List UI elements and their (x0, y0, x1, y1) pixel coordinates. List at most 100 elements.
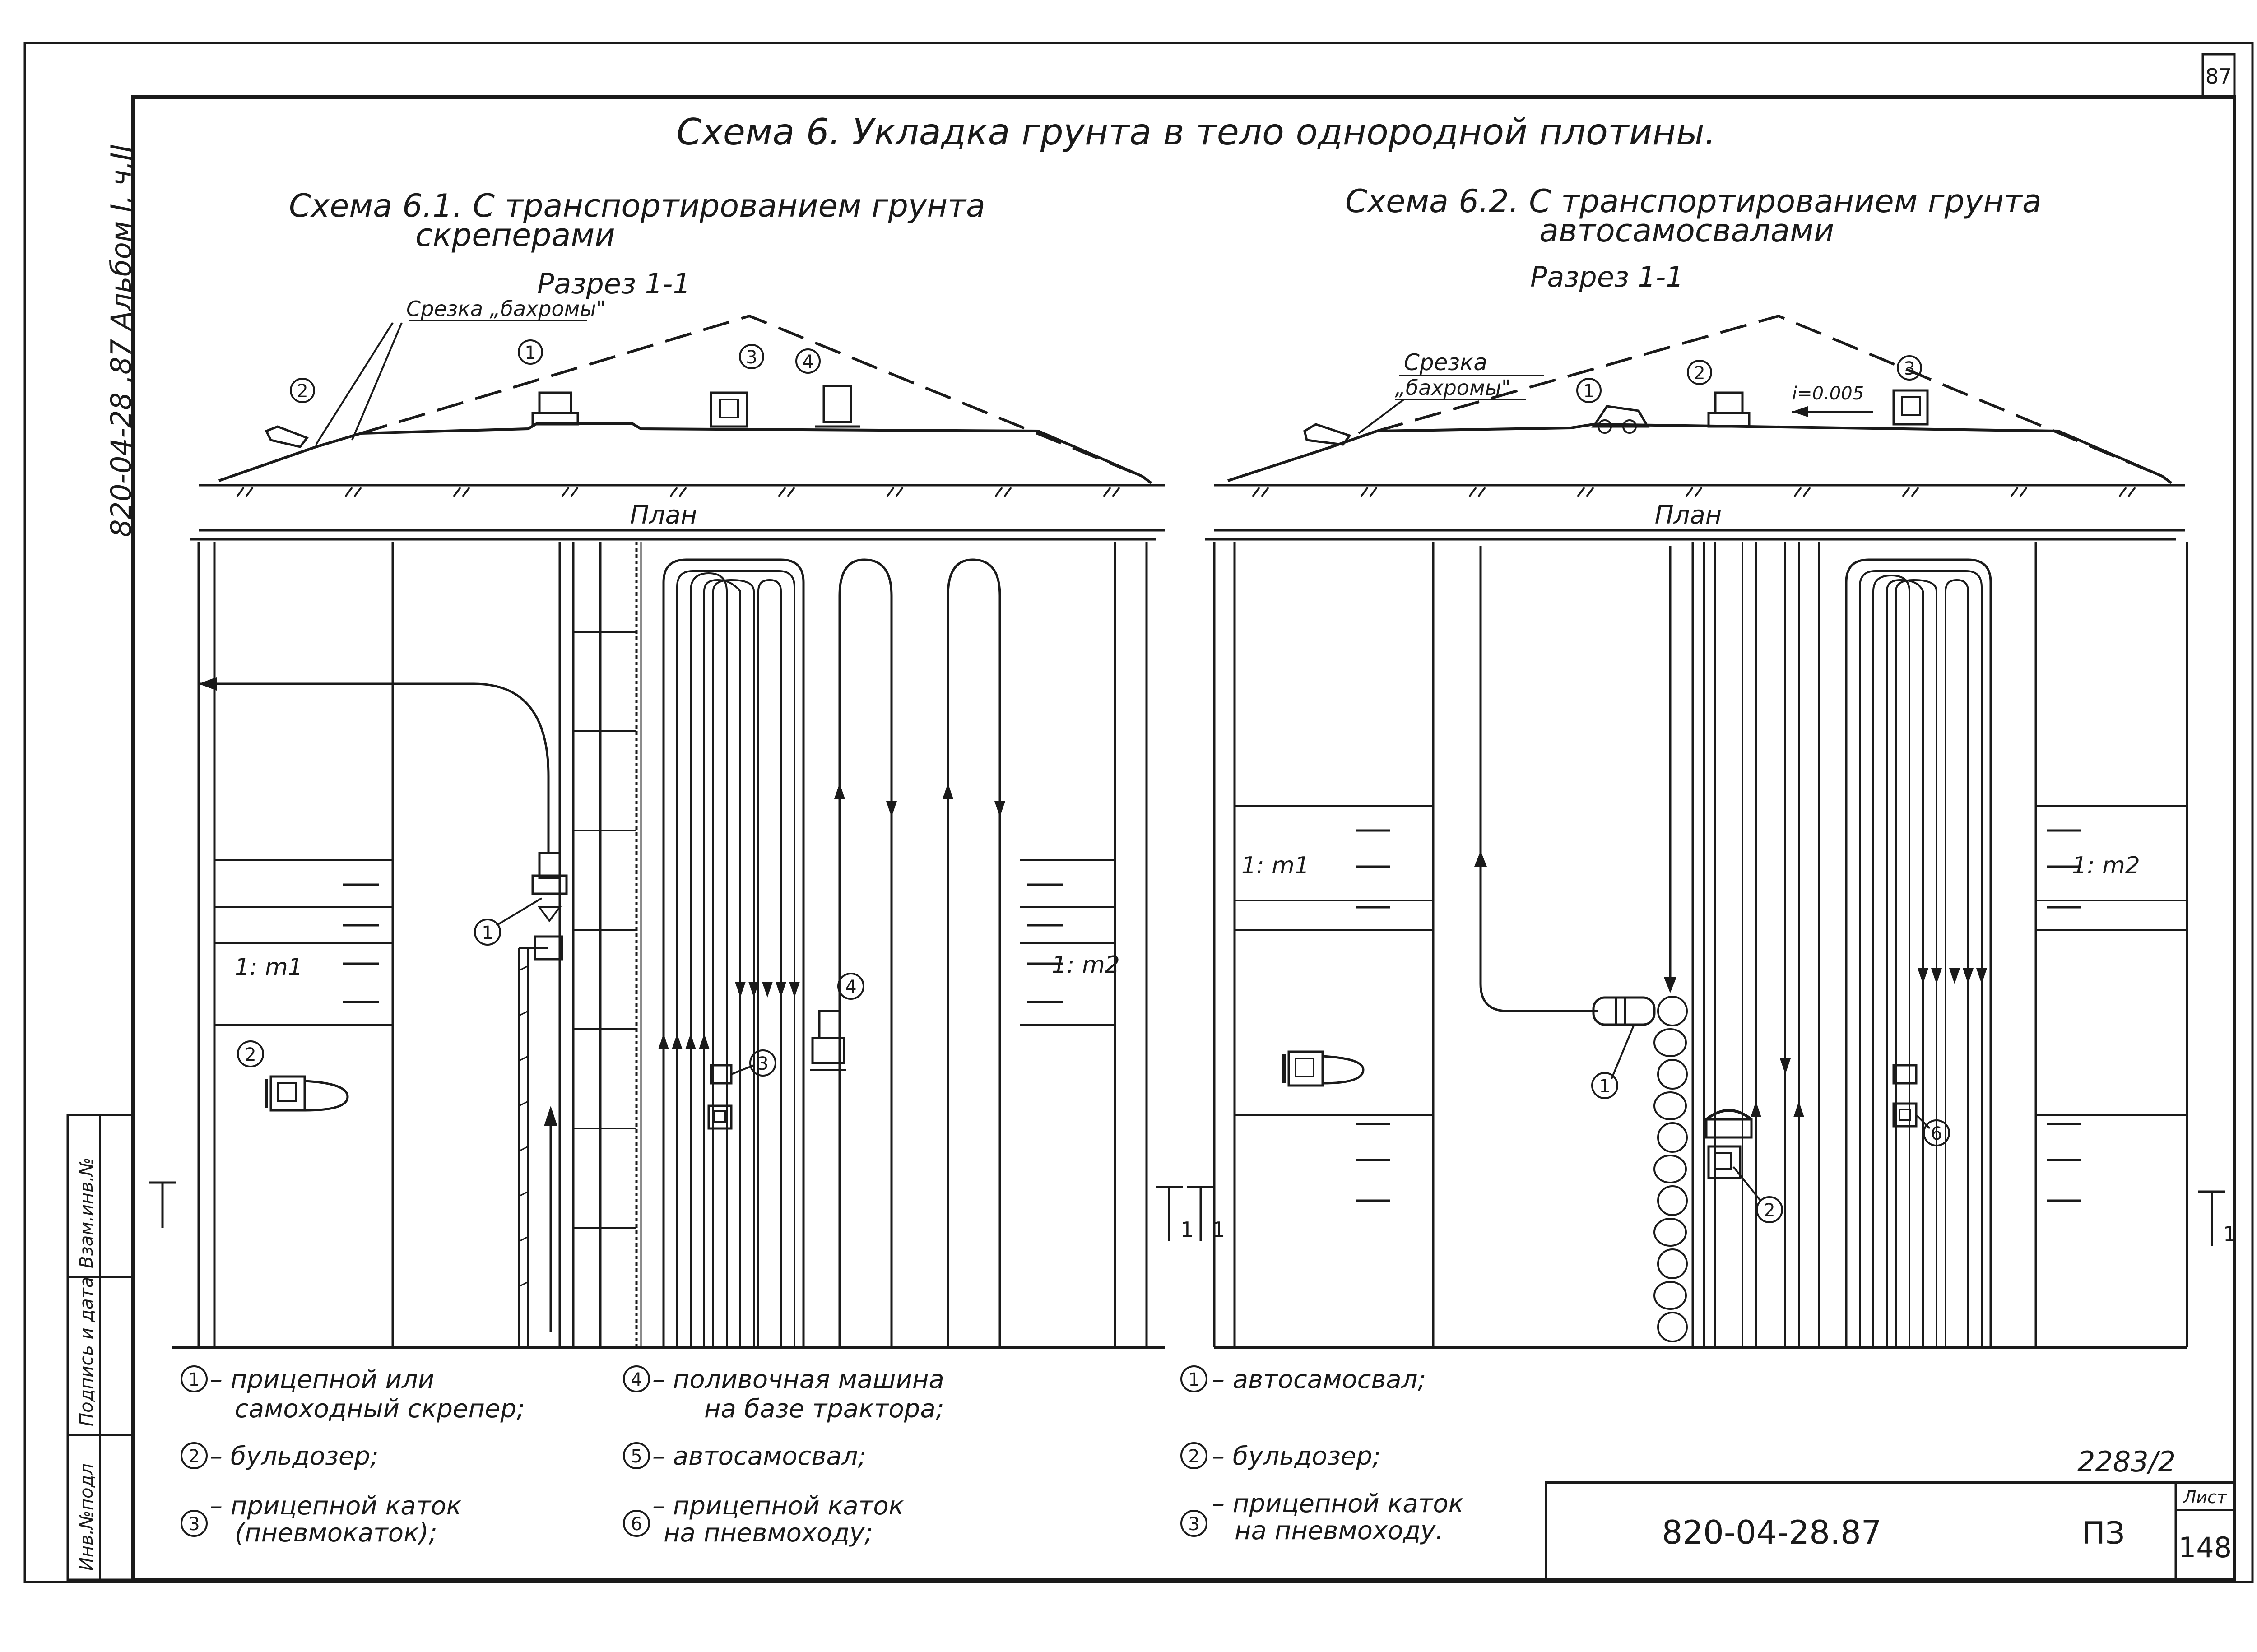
doc-code: 820-04-28.87 (1662, 1513, 1881, 1551)
legend1-num-4: 4 (631, 1369, 642, 1390)
legend2-item-2-line1: – бульдозер; (1212, 1442, 1381, 1471)
legend1-item-5-line1: – автосамосвал; (652, 1442, 866, 1471)
bulldozer3-section-icon (1707, 391, 1751, 428)
sheet-number: 148 (2178, 1531, 2232, 1564)
page-number: 87 (2206, 64, 2232, 88)
legend1-num-6: 6 (631, 1514, 642, 1535)
scheme2-section-label: Разрез 1-1 (1530, 260, 1684, 293)
scheme2-plan-callouts: 1 2 6 (1591, 1024, 1950, 1223)
scheme2-plan-label: План (1655, 501, 1722, 530)
watering-plan-icon (810, 1010, 846, 1071)
scheme2-callout-2-section: 2 (1694, 363, 1705, 384)
inventory-code: 2283/2 (2077, 1445, 2176, 1478)
scheme1-section-mark-r: 1 (1180, 1217, 1194, 1242)
scheme2-callout-3-section: 3 (1904, 358, 1915, 379)
stamp-label-sign: Подпись и дата (76, 1277, 97, 1426)
scheme1-section-label: Разрез 1-1 (537, 267, 691, 300)
legend2-num-3: 3 (1188, 1514, 1199, 1535)
approval-stamp (66, 1114, 135, 1581)
scheme1-callout-3-section: 3 (746, 347, 757, 368)
scheme2-slope-left: 1: m1 (1241, 852, 1310, 879)
scheme1-section-marker-right (1156, 1186, 1214, 1241)
album-label: 820-04-28 .87 Альбом I, ч.II (105, 144, 138, 537)
scheme1-fringe-label: Срезка „бахромы" (406, 297, 606, 321)
scheme2-title-line1: Схема 6.2. С транспортированием грунта (1345, 183, 2042, 220)
legend2-item-1-line1: – автосамосвал; (1212, 1365, 1426, 1394)
scheme1-title-line2: скреперами (415, 217, 615, 254)
scheme2-slope-right: 1: m2 (2072, 852, 2140, 879)
legend1-num-1: 1 (188, 1369, 200, 1390)
scheme1-callout-3-plan: 3 (757, 1053, 768, 1074)
scheme1-callout-4-plan: 4 (845, 977, 856, 998)
scheme2-fringe-label-1: Срезка (1404, 349, 1487, 376)
doc-section: ПЗ (2082, 1516, 2125, 1551)
scheme1-callout-1-section: 1 (525, 343, 536, 363)
scheme1-plan-label: План (630, 501, 697, 530)
scheme1-callout-4-section: 4 (802, 352, 813, 372)
scraper-section-icon (531, 391, 579, 426)
scheme1-legend: 1 – прицепной или самоходный скрепер; 2 … (181, 1365, 944, 1548)
legend1-item-6-line1: – прицепной каток (652, 1491, 904, 1521)
legend2-num-2: 2 (1188, 1446, 1199, 1467)
bulldozer-plan3-icon (1282, 1050, 1365, 1087)
legend2-num-1: 1 (1188, 1369, 1199, 1390)
scheme1-slope-left: 1: m1 (235, 954, 303, 981)
legend1-num-2: 2 (188, 1446, 200, 1467)
sheet-frame (23, 42, 2254, 1583)
dumptruck-plan-icon (1592, 996, 1656, 1026)
sheet-label: Лист (2183, 1487, 2228, 1507)
scheme2-callout-6-plan: 6 (1931, 1123, 1942, 1144)
scheme1-cross-section (199, 314, 1165, 497)
scheme2-callout-2-plan: 2 (1764, 1200, 1775, 1221)
scheme1-title-line1: Схема 6.1. С транспортированием грунта (289, 187, 985, 224)
bulldozer-section-icon (265, 425, 309, 448)
scheme2-legend: 1 – автосамосвал; 2 – бульдозер; 3 – при… (1180, 1365, 1464, 1545)
scheme1-slope-right: 1: m2 (1052, 951, 1120, 979)
roller-section-icon (710, 391, 748, 428)
scheme2-section-marker-right (2198, 1190, 2225, 1246)
legend1-item-6-line2: на пневмоходу; (664, 1518, 873, 1548)
scheme1-callout-2-section: 2 (297, 381, 308, 402)
legend2-item-3-line2: на пневмоходу. (1235, 1516, 1444, 1545)
scheme1-plan: 1: m1 1: m2 1 1 (149, 529, 1225, 1349)
watering-section-icon (815, 385, 860, 428)
roller-plan2-icon (1892, 1064, 1918, 1128)
bulldozer-plan2-icon (1705, 1109, 1753, 1179)
title-block (1545, 1481, 2236, 1581)
scheme2-callout-1-section: 1 (1583, 381, 1594, 402)
legend1-item-3-line1: – прицепной каток (210, 1491, 462, 1521)
stamp-label-replace: Взам.инв.№ (76, 1157, 97, 1268)
roller2-section-icon (1892, 389, 1929, 426)
scheme1-section-callouts: 2 1 3 4 (290, 339, 821, 403)
legend1-item-3-line2: (пневмокаток); (235, 1518, 437, 1548)
legend2-item-3-line1: – прицепной каток (1212, 1489, 1464, 1518)
stone-pile-row (1653, 996, 1688, 1342)
stamp-label-inv: Инв.№подл (76, 1463, 97, 1571)
roller-plan-icon (707, 1064, 733, 1130)
scheme2-cross-section (1214, 314, 2185, 497)
scheme2-fringe-label-2: „бахромы" (1395, 376, 1511, 400)
legend1-num-3: 3 (188, 1514, 200, 1535)
scheme1-callout-1-plan: 1 (482, 923, 493, 943)
scheme2-title-line2: автосамосвалами (1539, 212, 1834, 249)
scheme2-plan: 1: m1 1: m2 1 (1205, 529, 2236, 1349)
scheme1-plan-callouts: 1 2 3 4 (237, 897, 864, 1077)
scheme2-slope-i: i=0.005 (1792, 383, 1864, 404)
main-title: Схема 6. Укладка грунта в тело однородно… (677, 111, 1716, 153)
legend1-item-2-line1: – бульдозер; (210, 1442, 379, 1471)
bulldozer2-section-icon (1303, 423, 1352, 446)
bulldozer-plan-icon (265, 1075, 349, 1112)
dumptruck-section-icon (1591, 405, 1650, 434)
scheme1-section-marker-left (149, 1181, 176, 1228)
scheme1-callout-2-plan: 2 (245, 1044, 256, 1065)
legend1-item-4-line2: на базе трактора; (704, 1394, 944, 1424)
scheme2-callout-1-plan: 1 (1599, 1076, 1610, 1097)
scheme2-section-callouts: 1 2 3 (1576, 355, 1922, 403)
legend1-num-5: 5 (631, 1446, 642, 1467)
scraper-plan-icon (531, 852, 568, 961)
legend1-item-4-line1: – поливочная машина (652, 1365, 944, 1394)
legend1-item-1-line2: самоходный скрепер; (235, 1394, 525, 1424)
scheme2-section-mark-r: 1 (2223, 1222, 2236, 1246)
legend1-item-1-line1: – прицепной или (210, 1365, 434, 1394)
